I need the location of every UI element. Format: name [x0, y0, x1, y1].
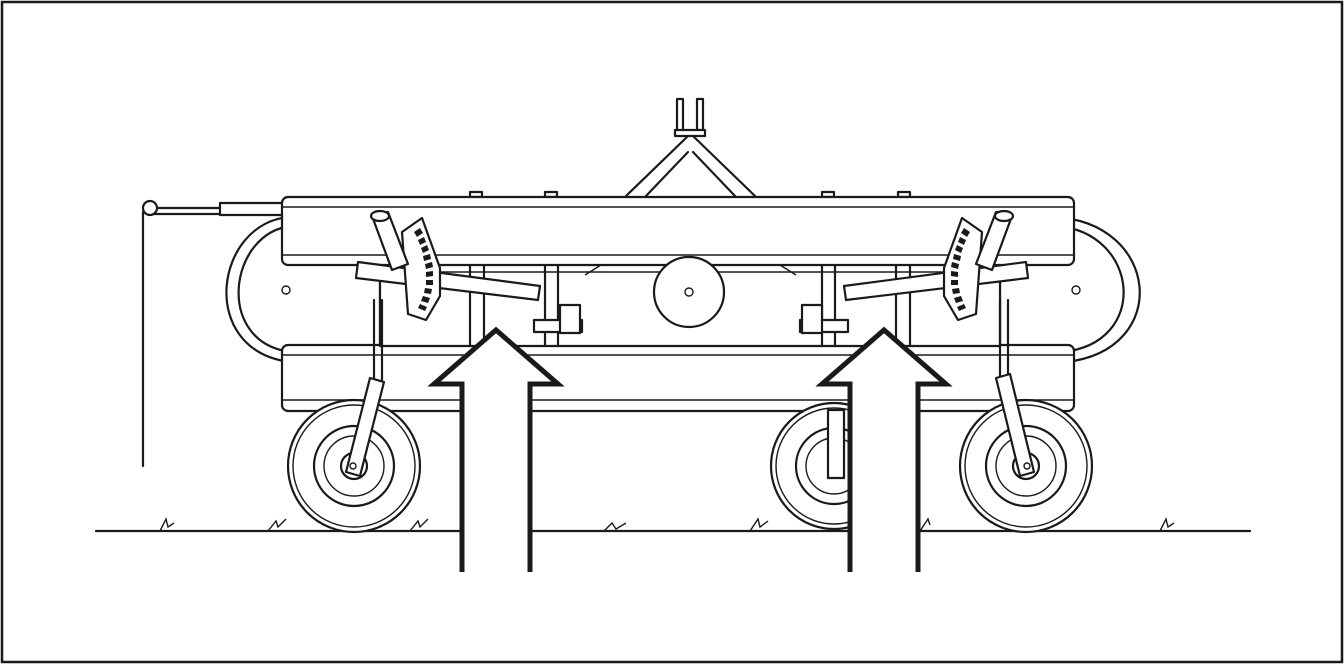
center-hub — [652, 255, 726, 329]
left-adjust-arm — [354, 260, 542, 302]
right-caster-wheel — [958, 372, 1094, 534]
side-rod — [141, 199, 288, 468]
left-height-gauge — [369, 209, 442, 322]
caster-stems — [372, 298, 1010, 382]
ground-line — [94, 516, 1252, 533]
left-caster-wheel — [286, 376, 422, 534]
right-height-gauge — [942, 209, 1015, 322]
callout-arrow-right — [815, 326, 953, 572]
right-adjust-arm — [842, 260, 1030, 302]
callout-arrow-left — [427, 326, 565, 572]
lower-deck-beam — [280, 343, 1076, 413]
hitch-mast — [624, 97, 757, 198]
